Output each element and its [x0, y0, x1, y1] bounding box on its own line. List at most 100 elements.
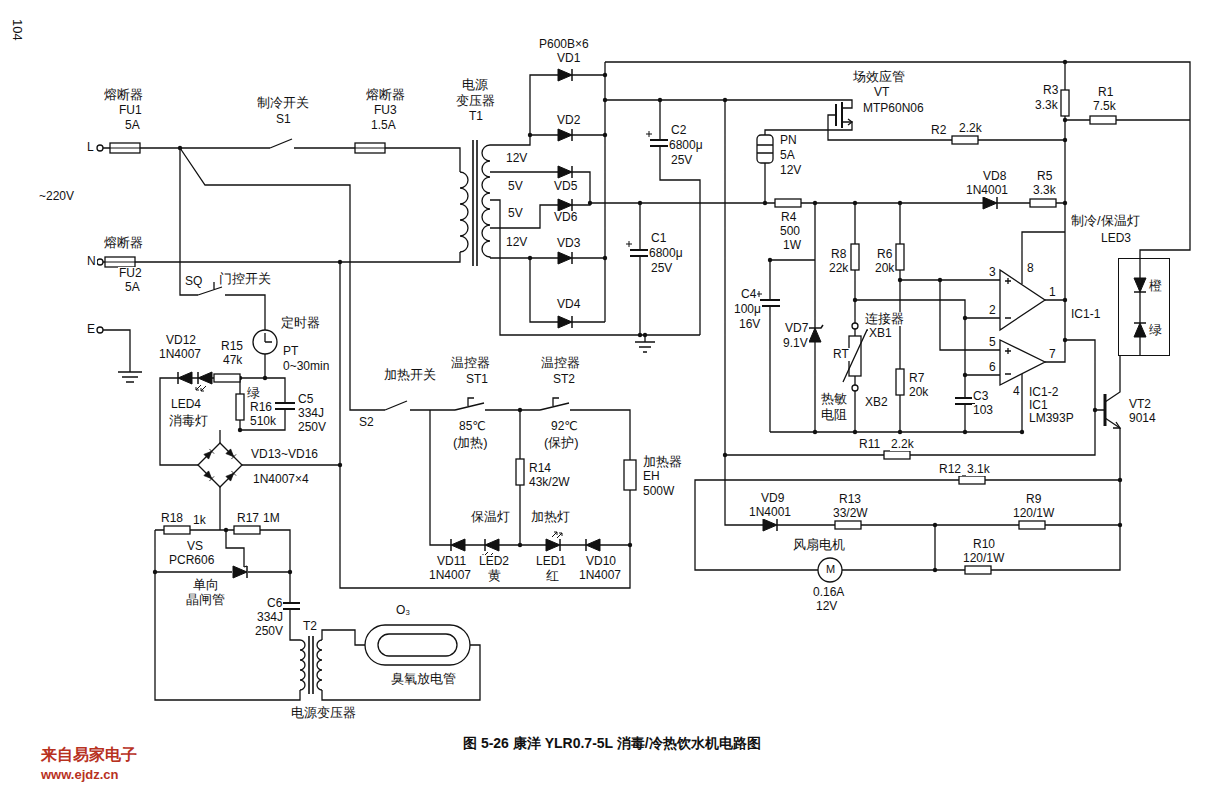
diode-symbol — [178, 372, 192, 384]
figure-caption: 图 5-26 康洋 YLR0.7-5L 消毒/冷热饮水机电路图 — [463, 735, 761, 752]
junction-dot — [1063, 338, 1067, 342]
bridge-rectifier — [204, 449, 214, 459]
part-label: 100μ — [733, 303, 762, 316]
part-label: 104 — [10, 18, 24, 42]
part-label: 1N4001 — [965, 184, 1009, 197]
resistor-symbol — [884, 451, 910, 459]
diode-symbol — [1134, 323, 1146, 337]
transformer-symbol — [300, 140, 490, 694]
part-label: R2 — [930, 124, 947, 137]
junction-dot — [768, 258, 772, 262]
resistor-symbol — [164, 526, 190, 534]
part-label: 9.1V — [782, 337, 809, 350]
diode-symbol — [1134, 278, 1146, 292]
part-label: SQ — [184, 275, 203, 288]
part-label: 电阻 — [820, 408, 848, 422]
part-label: 6800μ — [668, 139, 704, 152]
transformer-symbol — [300, 640, 305, 690]
junction-dot — [813, 201, 817, 205]
part-label: R16 — [249, 401, 273, 414]
resistor-symbol — [896, 244, 904, 270]
diode-symbol — [233, 566, 247, 578]
part-label: R5 — [1036, 170, 1053, 183]
part-label: LED3 — [1100, 232, 1132, 245]
part-label: 场效应管 — [852, 70, 906, 84]
part-label: 103 — [972, 404, 994, 417]
junction-dot — [288, 570, 292, 574]
resistor-symbol — [959, 476, 985, 484]
part-label: VD2 — [556, 114, 581, 127]
transformer-symbol — [460, 172, 468, 252]
resistor-symbol — [516, 459, 524, 485]
bridge-rectifier — [204, 471, 214, 481]
ozone-tube — [365, 625, 470, 665]
fuse-symbol — [105, 143, 385, 267]
part-label: 0~30min — [282, 360, 330, 373]
junction-dot — [1063, 298, 1067, 302]
resistor-symbol — [1090, 116, 1116, 124]
part-label: 热敏 — [820, 392, 848, 406]
resistor-symbol — [1019, 521, 1045, 529]
part-label: 黄 — [487, 569, 502, 583]
junction-dot — [763, 201, 767, 205]
junction-dot — [588, 201, 592, 205]
resistor-symbol — [775, 199, 801, 207]
part-label: 500 — [779, 225, 801, 238]
part-label: O₃ — [395, 604, 411, 617]
part-label: R4 — [780, 211, 797, 224]
comparator-symbol — [1000, 270, 1045, 385]
part-label: 9014 — [1128, 412, 1157, 425]
ground-symbol — [635, 335, 655, 352]
part-label: VD13~VD16 — [250, 448, 319, 461]
part-label: (保护) — [543, 436, 580, 450]
part-label: 5V — [507, 180, 524, 193]
diode-symbol — [558, 252, 572, 264]
part-label: 334J — [297, 407, 325, 420]
part-label: 25V — [670, 154, 693, 167]
part-label: 门控开关 — [218, 272, 272, 286]
junction-dot — [963, 316, 967, 320]
ozone-tube — [365, 625, 470, 665]
capacitor-symbol — [646, 131, 670, 146]
part-label: 熔断器 — [103, 88, 144, 102]
part-label: 1M — [262, 512, 281, 525]
part-label: C2 — [670, 124, 687, 137]
diode-symbol — [983, 197, 997, 209]
part-label: 5A — [124, 281, 141, 294]
resistor-symbol — [952, 136, 978, 144]
part-label: 红 — [545, 569, 560, 583]
part-label: 510k — [249, 415, 277, 428]
part-label: C5 — [297, 393, 314, 406]
part-label: R15 — [220, 340, 244, 353]
wire — [103, 62, 1190, 700]
junction-dot — [603, 256, 607, 260]
junction-dot — [963, 373, 967, 377]
capacitor-symbol — [626, 241, 650, 256]
wire — [103, 148, 630, 588]
part-label: XB1 — [868, 327, 893, 340]
part-label: R3 — [1042, 84, 1059, 97]
resistor-symbol — [1061, 90, 1069, 116]
part-label: EH — [642, 470, 661, 483]
part-label: 6 — [988, 361, 997, 374]
part-label: RT — [832, 348, 850, 361]
part-label: C1 — [650, 232, 667, 245]
part-label: C3 — [972, 390, 989, 403]
part-label: N — [86, 255, 97, 268]
junction-dot — [1020, 430, 1024, 434]
ground-symbol — [118, 372, 142, 382]
part-label: 120/1W — [1012, 507, 1055, 520]
resistor-symbol — [234, 526, 260, 534]
thyristor-gate — [244, 566, 247, 567]
part-label: 4 — [1012, 385, 1021, 398]
junction-dot — [338, 260, 342, 264]
indicator-box: 橙绿 — [1118, 258, 1170, 356]
resistor-symbol — [236, 394, 244, 420]
transistor-symbol — [836, 102, 1120, 428]
part-label: 1N4007×4 — [252, 473, 310, 486]
part-label: PT — [282, 345, 299, 358]
resistor-symbol — [896, 369, 904, 395]
junction-dot — [338, 463, 342, 467]
